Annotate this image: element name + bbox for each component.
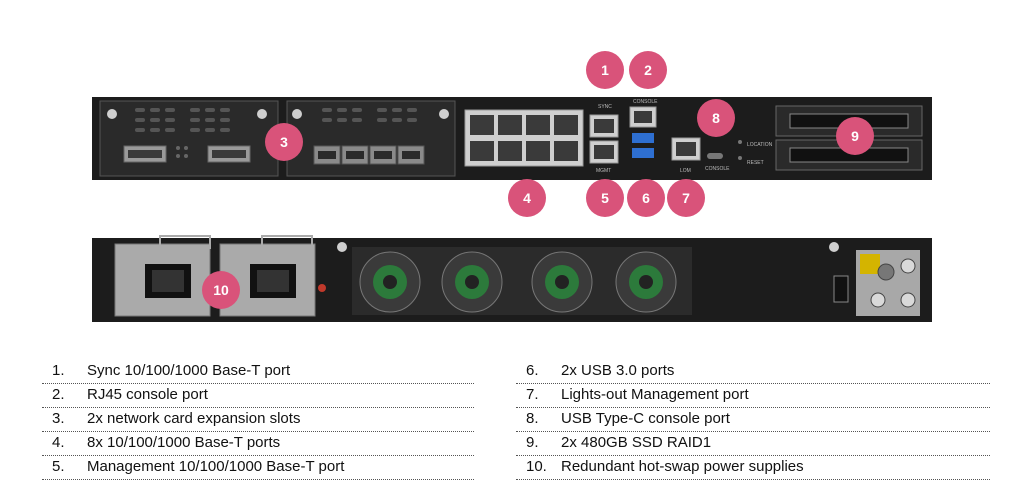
legend-row: 4. 8x 10/100/1000 Base-T ports <box>42 432 474 456</box>
legend-text: Management 10/100/1000 Base-T port <box>87 458 345 475</box>
svg-text:6: 6 <box>642 190 650 206</box>
legend-row: 9. 2x 480GB SSD RAID1 <box>516 432 990 456</box>
expansion-slot-2 <box>286 100 456 177</box>
legend-row: 7. Lights-out Management port <box>516 384 990 408</box>
callout-2: 2 <box>629 51 667 89</box>
callout-5: 5 <box>586 179 624 217</box>
svg-text:5: 5 <box>601 190 609 206</box>
power-switch <box>833 275 849 303</box>
location-label: LOCATION <box>747 142 773 148</box>
callout-3: 3 <box>265 123 303 161</box>
callout-1: 1 <box>586 51 624 89</box>
callout-7: 7 <box>667 179 705 217</box>
console-top-label: CONSOLE <box>633 99 658 105</box>
fans <box>359 251 677 313</box>
legend-text: Redundant hot-swap power supplies <box>561 458 804 475</box>
legend-number: 9. <box>526 434 539 451</box>
console-label: CONSOLE <box>705 166 730 172</box>
legend-right-column: 6. 2x USB 3.0 ports 7. Lights-out Manageme… <box>516 360 990 480</box>
legend-text: 2x network card expansion slots <box>87 410 301 427</box>
expansion-slot-1 <box>99 100 279 177</box>
legend-number: 4. <box>52 434 65 451</box>
rj45-port-block <box>464 109 584 167</box>
legend-text: Sync 10/100/1000 Base-T port <box>87 362 291 379</box>
svg-text:10: 10 <box>213 282 229 298</box>
svg-text:7: 7 <box>682 190 690 206</box>
callout-10: 10 <box>202 271 240 309</box>
legend-row: 3. 2x network card expansion slots <box>42 408 474 432</box>
legend-number: 6. <box>526 362 539 379</box>
legend-number: 2. <box>52 386 65 403</box>
usb-port-1 <box>632 133 654 143</box>
callout-6: 6 <box>627 179 665 217</box>
legend-row: 1. Sync 10/100/1000 Base-T port <box>42 360 474 384</box>
legend-text: 2x 480GB SSD RAID1 <box>561 434 712 451</box>
svg-text:4: 4 <box>523 190 531 206</box>
svg-text:8: 8 <box>712 110 720 126</box>
reset-label: RESET <box>747 160 764 166</box>
usb-port-2 <box>632 148 654 158</box>
legend-number: 8. <box>526 410 539 427</box>
legend-row: 8. USB Type-C console port <box>516 408 990 432</box>
legend-text: Lights-out Management port <box>561 386 749 403</box>
legend-number: 7. <box>526 386 539 403</box>
legend-row: 2. RJ45 console port <box>42 384 474 408</box>
sync-label: SYNC <box>598 104 612 110</box>
legend-number: 3. <box>52 410 65 427</box>
svg-text:9: 9 <box>851 128 859 144</box>
callout-9: 9 <box>836 117 874 155</box>
callout-8: 8 <box>697 99 735 137</box>
callout-4: 4 <box>508 179 546 217</box>
legend-left-column: 1. Sync 10/100/1000 Base-T port 2. RJ45 co… <box>42 360 474 480</box>
legend-text: RJ45 console port <box>87 386 208 403</box>
legend-number: 10. <box>526 458 547 475</box>
legend-number: 1. <box>52 362 65 379</box>
legend-number: 5. <box>52 458 65 475</box>
svg-text:2: 2 <box>644 62 652 78</box>
lom-label: LOM <box>680 168 691 174</box>
svg-text:1: 1 <box>601 62 609 78</box>
legend-row: 10. Redundant hot-swap power supplies <box>516 456 990 480</box>
appliance-diagram: SYNC MGMT CONSOLE LOM CONSOLE LOCATION R… <box>92 51 932 322</box>
legend-row: 6. 2x USB 3.0 ports <box>516 360 990 384</box>
mgmt-label: MGMT <box>596 168 611 174</box>
legend-row: 5. Management 10/100/1000 Base-T port <box>42 456 474 480</box>
svg-text:3: 3 <box>280 134 288 150</box>
legend-text: USB Type-C console port <box>561 410 730 427</box>
legend-text: 8x 10/100/1000 Base-T ports <box>87 434 281 451</box>
legend-text: 2x USB 3.0 ports <box>561 362 675 379</box>
